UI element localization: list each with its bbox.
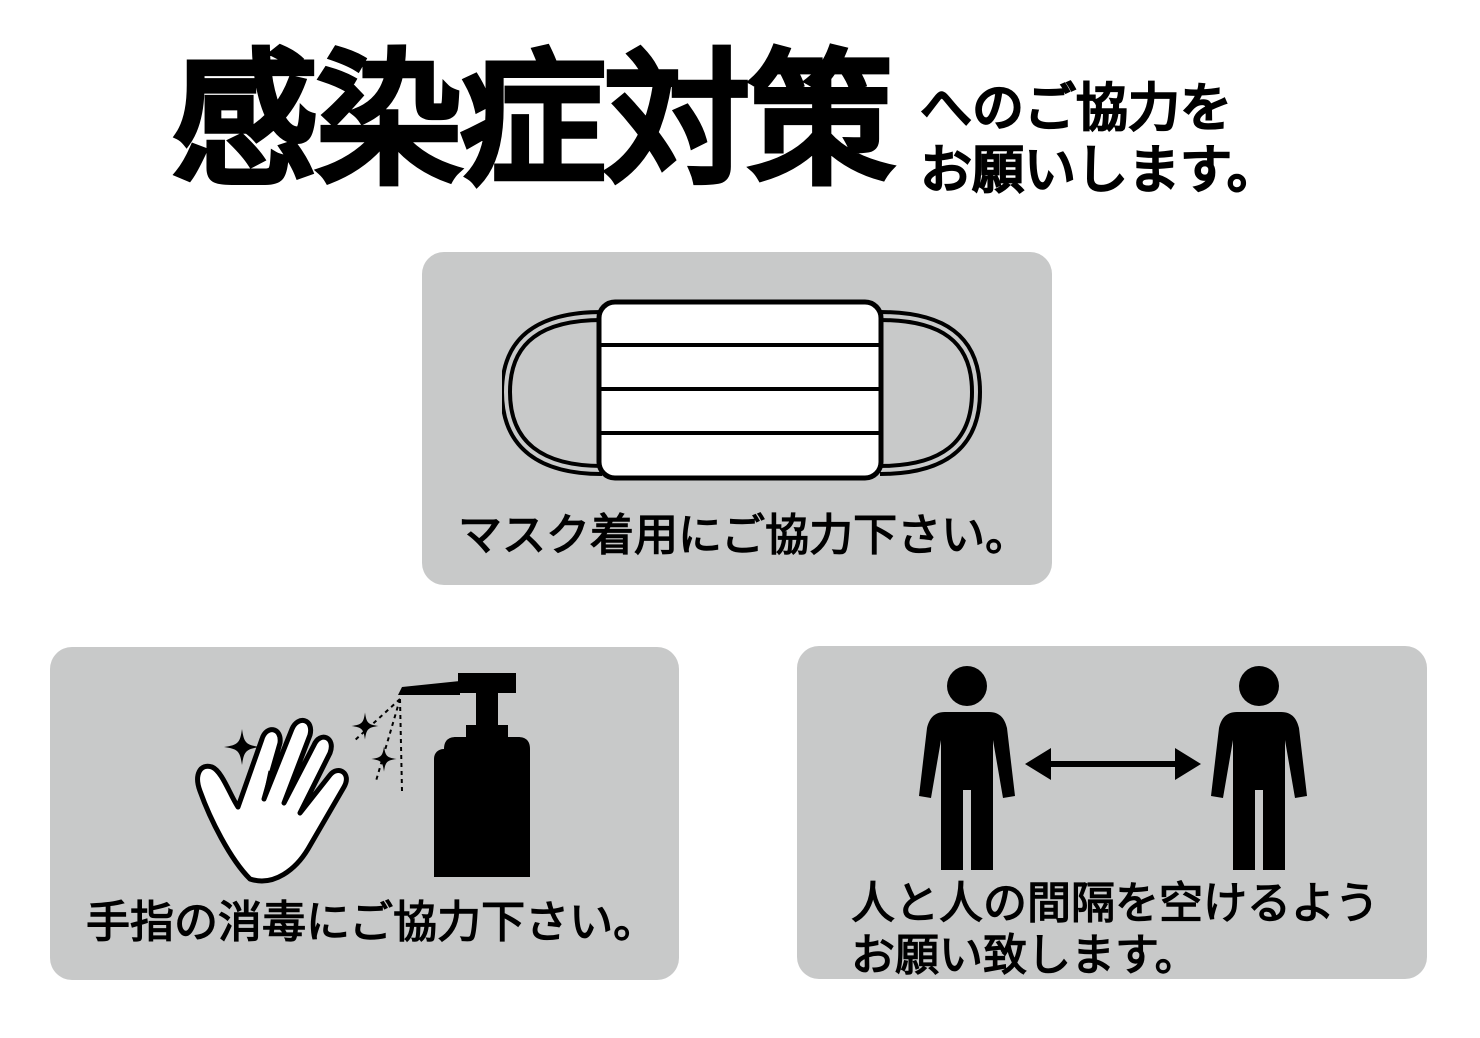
- hand-icon: [195, 718, 349, 884]
- sparkle-icon: [224, 729, 260, 765]
- subtitle-line-2: お願いします。: [920, 141, 1280, 202]
- distance-card: 人と人の間隔を空けるよう お願い致します。: [797, 646, 1427, 982]
- spray-lines: [353, 698, 403, 792]
- subtitle-line-1: へのご協力を: [920, 79, 1233, 140]
- distance-caption-line-1: 人と人の間隔を空けるよう: [851, 878, 1379, 929]
- distance-caption-line-2: お願い致します。: [851, 930, 1199, 981]
- distance-caption: 人と人の間隔を空けるよう お願い致します。: [851, 878, 1379, 982]
- sparkle-icon: [371, 746, 397, 772]
- sanitize-caption: 手指の消毒にご協力下さい。: [86, 897, 658, 948]
- sparkle-icon: [351, 712, 379, 740]
- sanitize-card: 手指の消毒にご協力下さい。: [50, 647, 679, 980]
- person-icon: [919, 666, 1015, 870]
- page-subtitle: へのご協力を お願いします。: [920, 78, 1280, 202]
- sanitizer-bottle-icon: [398, 673, 530, 877]
- face-mask-icon: [502, 299, 982, 481]
- page-title: 感染症対策: [171, 36, 896, 206]
- person-icon: [1211, 666, 1307, 870]
- double-arrow-icon: [1025, 748, 1201, 780]
- mask-card: マスク着用にご協力下さい。: [422, 252, 1052, 585]
- mask-caption: マスク着用にご協力下さい。: [458, 510, 1030, 561]
